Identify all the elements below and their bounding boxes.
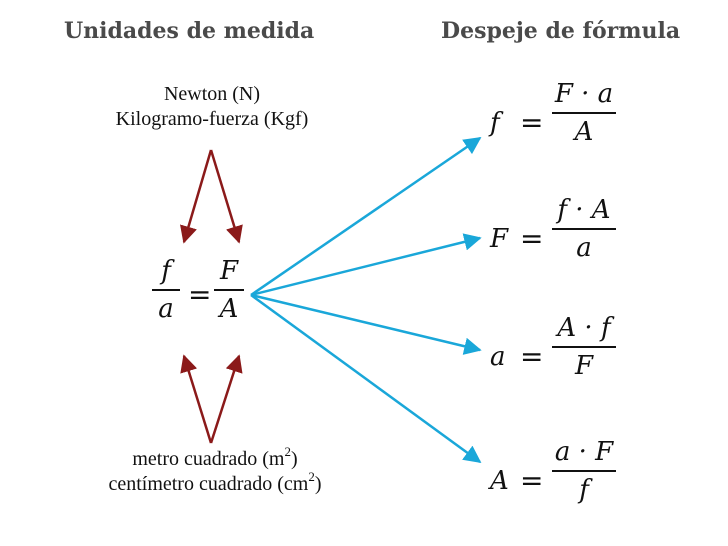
central-left-den: a [158, 294, 174, 324]
blue-arrow-to-f [250, 136, 482, 297]
formula-A-bar [552, 470, 616, 472]
force-units: Newton (N) Kilogramo-fuerza (Kgf) [62, 82, 362, 132]
central-right-bar [214, 289, 244, 291]
formula-F-bar [552, 228, 616, 230]
area-unit-cm2: centímetro cuadrado (cm2) [108, 469, 322, 495]
central-right-num: F [219, 256, 239, 286]
red-arrow-bottom-right [209, 354, 243, 444]
formula-F-equals: = [520, 222, 544, 255]
formula-a-den: F [574, 351, 594, 381]
formula-A-num: a · F [554, 437, 614, 467]
despeje-heading: Despeje de fórmula [441, 18, 681, 44]
formula-A-equals: = [520, 464, 544, 497]
red-arrow-bottom-left [180, 354, 213, 444]
central-left-num: f [161, 256, 171, 286]
formula-f-fraction: F · a A [552, 79, 616, 147]
red-arrow-top-left [180, 149, 213, 244]
formula-a-lhs: a [490, 342, 506, 372]
red-arrows-bottom [180, 354, 243, 444]
formula-F-num: f · A [557, 195, 611, 225]
formula-F-fraction: f · A a [552, 195, 616, 263]
formula-F-lhs: F [490, 224, 509, 254]
formula-a-num: A · f [557, 313, 611, 343]
central-right-fraction: F A [214, 256, 244, 324]
formula-f-lhs: f [490, 108, 500, 138]
blue-arrow-to-F [250, 233, 482, 297]
formula-f-den: A [574, 117, 594, 147]
units-heading: Unidades de medida [64, 18, 315, 44]
central-left-fraction: f a [152, 256, 180, 324]
area-unit-m2: metro cuadrado (m2) [132, 444, 298, 470]
blue-arrows [250, 136, 482, 464]
area-units: metro cuadrado (m2) centímetro cuadrado … [55, 444, 375, 497]
formula-A-den: f [579, 475, 589, 505]
formula-f-num: F · a [554, 79, 614, 109]
formula-a-equals: = [520, 340, 544, 373]
formula-a-bar [552, 346, 616, 348]
red-arrow-top-right [209, 149, 243, 244]
central-equals: = [188, 278, 212, 311]
formula-F-den: a [576, 233, 592, 263]
formula-f-bar [552, 112, 616, 114]
formula-A-fraction: a · F f [552, 437, 616, 505]
force-unit-newton: Newton (N) [163, 83, 261, 105]
blue-arrow-to-A [250, 293, 482, 464]
formula-A-lhs: A [490, 466, 509, 496]
central-left-bar [152, 289, 180, 291]
blue-arrow-to-a [250, 293, 482, 355]
red-arrows-top [180, 149, 243, 244]
force-unit-kgf: Kilogramo-fuerza (Kgf) [115, 108, 309, 130]
formula-a-fraction: A · f F [552, 313, 616, 381]
formula-f-equals: = [520, 106, 544, 139]
central-right-den: A [219, 294, 239, 324]
